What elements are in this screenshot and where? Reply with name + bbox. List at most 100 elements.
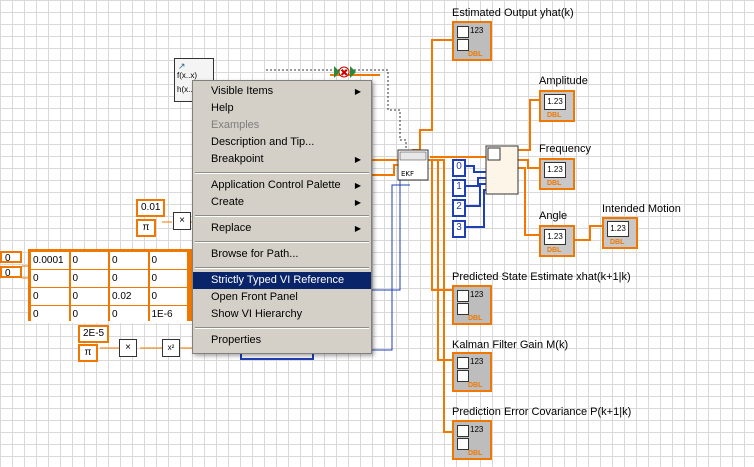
menu-separator — [195, 172, 369, 174]
frequency-label: Frequency — [539, 143, 591, 155]
index-constant-3[interactable]: 3 — [452, 220, 466, 238]
menu-separator — [195, 215, 369, 217]
kalman-gain-label: Kalman Filter Gain M(k) — [452, 339, 569, 351]
matrix-cell[interactable]: 0 — [70, 306, 108, 323]
angle-label: Angle — [539, 210, 568, 222]
matrix-cell[interactable]: 0.02 — [110, 288, 148, 305]
menu-item-label: Strictly Typed VI Reference — [211, 274, 345, 286]
matrix-cell[interactable]: 0 — [149, 288, 187, 305]
matrix-constant[interactable]: 0.0001 0 0 0 0 0 0 0 0 0 0.02 0 0 0 0 1E… — [28, 249, 192, 323]
type-label: DBL — [468, 450, 483, 457]
intended-motion-indicator[interactable]: 1.23 DBL — [602, 217, 638, 249]
matrix-cell[interactable]: 0 — [31, 288, 69, 305]
constant-2e5[interactable]: 2E-5 — [78, 325, 110, 343]
menu-item-examples: Examples — [193, 117, 371, 134]
menu-item-properties[interactable]: Properties — [193, 332, 371, 349]
type-label: DBL — [468, 315, 483, 322]
matrix-row: 0 0 0 1E-6 — [31, 306, 189, 323]
matrix-cell[interactable]: 0 — [110, 270, 148, 287]
amplitude-label: Amplitude — [539, 75, 588, 87]
matrix-cell[interactable]: 0 — [149, 270, 187, 287]
svg-text:✖: ✖ — [340, 68, 348, 79]
type-label: DBL — [547, 247, 562, 254]
numeric-value: 1.23 — [607, 221, 629, 237]
menu-item-label: Examples — [211, 119, 260, 131]
matrix-cell[interactable]: 1E-6 — [149, 306, 187, 323]
context-menu: Visible Items▶ Help Examples Description… — [192, 80, 372, 354]
intended-motion-label: Intended Motion — [602, 203, 681, 215]
svg-text:EKF: EKF — [401, 170, 414, 178]
constant-001[interactable]: 0.01 — [136, 199, 166, 217]
menu-item-create[interactable]: Create ▶ — [193, 194, 371, 211]
menu-item-browse-for-path[interactable]: Browse for Path... — [193, 246, 371, 263]
matrix-cell[interactable]: 0.0001 — [31, 252, 69, 269]
matrix-cell[interactable]: 0 — [70, 288, 108, 305]
menu-item-strictly-typed-vi-reference[interactable]: Strictly Typed VI Reference — [193, 272, 371, 289]
menu-item-help[interactable]: Help — [193, 100, 371, 117]
square-icon[interactable]: x² — [162, 339, 180, 357]
side-constant-a[interactable]: 0 — [0, 251, 22, 264]
menu-item-visible-items[interactable]: Visible Items▶ — [193, 83, 371, 100]
menu-separator — [195, 327, 369, 329]
amplitude-indicator[interactable]: 1.23 DBL — [539, 90, 575, 122]
matrix-row: 0.0001 0 0 0 — [31, 252, 189, 269]
matrix-cell[interactable]: 0 — [70, 270, 108, 287]
index-constant-0[interactable]: 0 — [452, 159, 466, 177]
matrix-cell[interactable]: 0 — [110, 252, 148, 269]
matrix-cell[interactable]: 0 — [149, 252, 187, 269]
array-value: 123 — [470, 425, 484, 434]
menu-item-label: Create — [211, 196, 245, 208]
side-constant-b[interactable]: 0 — [0, 266, 22, 279]
multiply-icon[interactable]: × — [119, 339, 137, 357]
menu-item-replace[interactable]: Replace ▶ — [193, 220, 371, 237]
array-value: 123 — [470, 26, 484, 35]
menu-item-open-front-panel[interactable]: Open Front Panel — [193, 289, 371, 306]
matrix-row: 0 0 0 0 — [31, 270, 189, 287]
predicted-state-indicator[interactable]: 123 DBL — [452, 285, 492, 325]
submenu-arrow-icon: ▶ — [354, 181, 361, 190]
angle-indicator[interactable]: 1.23 DBL — [539, 225, 575, 257]
kalman-gain-indicator[interactable]: 123 DBL — [452, 352, 492, 392]
matrix-cell[interactable]: 0 — [31, 270, 69, 287]
menu-separator — [195, 267, 369, 269]
prediction-error-indicator[interactable]: 123 DBL — [452, 420, 492, 460]
menu-item-label: Show VI Hierarchy — [211, 308, 303, 320]
estimated-output-indicator[interactable]: 123 DBL — [452, 21, 492, 61]
menu-item-label: Breakpoint — [211, 153, 264, 165]
matrix-row: 0 0 0.02 0 — [31, 288, 189, 305]
array-value: 123 — [470, 357, 484, 366]
menu-item-application-control-palette[interactable]: Application Control Palette ▶ — [193, 177, 371, 194]
type-label: DBL — [610, 239, 625, 246]
matrix-cell[interactable]: 0 — [31, 306, 69, 323]
menu-item-show-vi-hierarchy[interactable]: Show VI Hierarchy — [193, 306, 371, 323]
predicted-state-label: Predicted State Estimate xhat(k+1|k) — [452, 271, 631, 283]
matrix-cell[interactable]: 0 — [70, 252, 108, 269]
type-label: DBL — [468, 51, 483, 58]
menu-item-label: Description and Tip... — [211, 136, 315, 148]
numeric-value: 1.23 — [544, 229, 566, 245]
submenu-arrow-icon: ▶ — [354, 87, 361, 96]
index-constant-1[interactable]: 1 — [452, 179, 466, 197]
menu-item-breakpoint[interactable]: Breakpoint ▶ — [193, 151, 371, 168]
frequency-indicator[interactable]: 1.23 DBL — [539, 158, 575, 190]
index-constant-2[interactable]: 2 — [452, 199, 466, 217]
multiply-icon[interactable]: × — [173, 212, 191, 230]
numeric-value: 1.23 — [544, 94, 566, 110]
numeric-value: 1.23 — [544, 162, 566, 178]
pi-constant-2[interactable]: π — [78, 344, 98, 362]
menu-item-label: Replace — [211, 222, 252, 234]
menu-item-label: Browse for Path... — [211, 248, 299, 260]
menu-item-description-and-tip[interactable]: Description and Tip... — [193, 134, 371, 151]
pi-constant-1[interactable]: π — [136, 219, 156, 237]
type-label: DBL — [547, 112, 562, 119]
menu-item-label: Application Control Palette — [211, 179, 341, 191]
submenu-arrow-icon: ▶ — [354, 224, 361, 233]
submenu-arrow-icon: ▶ — [354, 155, 361, 164]
submenu-arrow-icon: ▶ — [354, 198, 361, 207]
menu-item-label: Open Front Panel — [211, 291, 298, 303]
matrix-cell[interactable]: 0 — [110, 306, 148, 323]
menu-item-label: Properties — [211, 334, 262, 346]
menu-item-label: Help — [211, 102, 234, 114]
menu-separator — [195, 241, 369, 243]
